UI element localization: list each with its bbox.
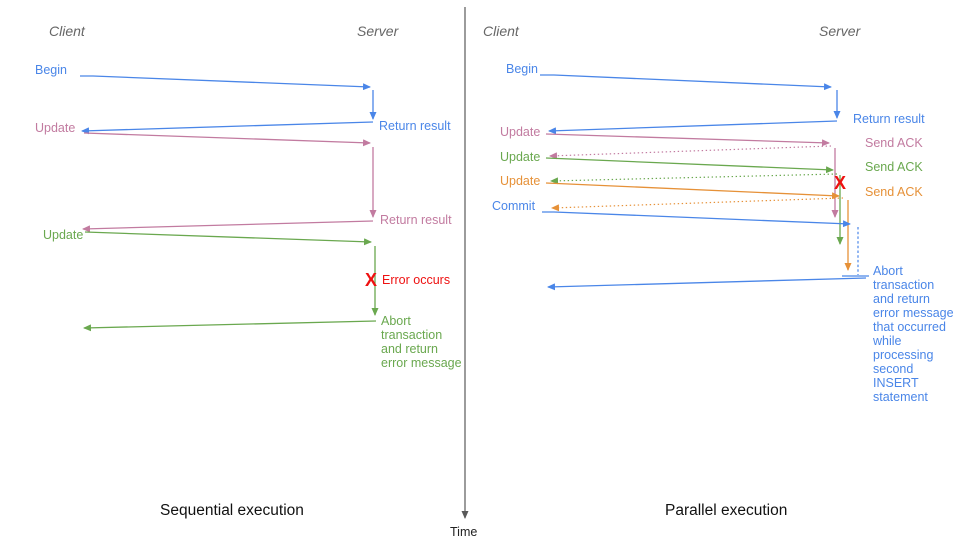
left-error-x-icon: X [365, 270, 378, 290]
right-send-ack1-label: Send ACK [865, 136, 923, 150]
begin-request-arrow [80, 75, 371, 91]
update2-request-arrow [84, 231, 372, 246]
left-update2-label: Update [43, 228, 84, 242]
abort-return-arrow [547, 277, 867, 291]
left-begin-label: Begin [35, 63, 67, 77]
right-panel-title: Parallel execution [665, 502, 788, 519]
update1-request-arrow [545, 133, 830, 147]
left-server-header: Server [357, 23, 399, 39]
right-update3-label: Update [500, 174, 541, 188]
left-abort-message-label: Abort transaction and return error messa… [381, 314, 462, 370]
right-error-x-icon: X [834, 173, 847, 193]
send-ack1-dotted-arrow [549, 145, 832, 160]
right-server-header: Server [819, 23, 861, 39]
left-panel-arrows [80, 75, 379, 332]
right-update1-label: Update [500, 125, 541, 139]
right-abort-message-label: Abort transaction and return error messa… [873, 264, 954, 404]
right-client-header: Client [483, 23, 519, 39]
return-result-arrow-1 [81, 121, 374, 135]
right-send-ack3-label: Send ACK [865, 185, 923, 199]
left-update1-label: Update [35, 121, 76, 135]
right-begin-label: Begin [506, 62, 538, 76]
return-result-arrow-2 [82, 220, 374, 233]
update1-request-arrow [83, 132, 371, 147]
begin-request-arrow [540, 74, 832, 91]
right-return-result-label: Return result [853, 112, 925, 126]
left-panel-title: Sequential execution [160, 502, 304, 519]
left-return-result1-label: Return result [379, 119, 451, 133]
left-client-header: Client [49, 23, 85, 39]
right-panel-arrows [540, 74, 869, 291]
time-axis-label: Time [450, 525, 478, 539]
update3-request-arrow [545, 182, 840, 200]
left-return-result2-label: Return result [380, 213, 452, 227]
send-ack2-dotted-arrow [550, 173, 838, 185]
right-commit-label: Commit [492, 199, 536, 213]
return-result-arrow [548, 120, 838, 135]
abort-return-arrow [83, 320, 377, 332]
send-ack3-dotted-arrow [551, 197, 844, 212]
right-update2-label: Update [500, 150, 541, 164]
update2-request-arrow [545, 157, 834, 174]
left-error-occurs-label: Error occurs [382, 273, 451, 287]
commit-request-arrow [542, 211, 851, 228]
right-send-ack2-label: Send ACK [865, 160, 923, 174]
